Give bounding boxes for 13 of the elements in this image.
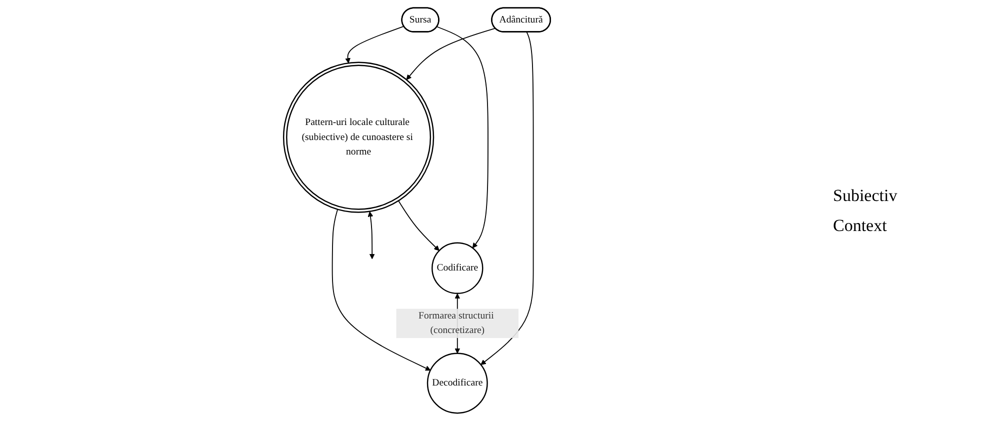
edge-label: Formarea structurii (concretizare): [418, 310, 494, 336]
arrow: [344, 26, 404, 64]
note-text: Subiectiv: [833, 186, 898, 206]
node-circle: Codificare: [431, 242, 483, 294]
arrow: [331, 208, 430, 371]
note-text: Context: [833, 216, 888, 236]
arrow: [480, 32, 534, 365]
node-circle: Decodificare: [426, 352, 488, 414]
arrow: [398, 200, 439, 251]
node-circle: Pattern-uri locale culturale (subiective) de cunoastere si norme: [282, 62, 434, 213]
arrow: [367, 211, 374, 260]
arrow: [436, 26, 488, 248]
arrow: [406, 28, 496, 80]
